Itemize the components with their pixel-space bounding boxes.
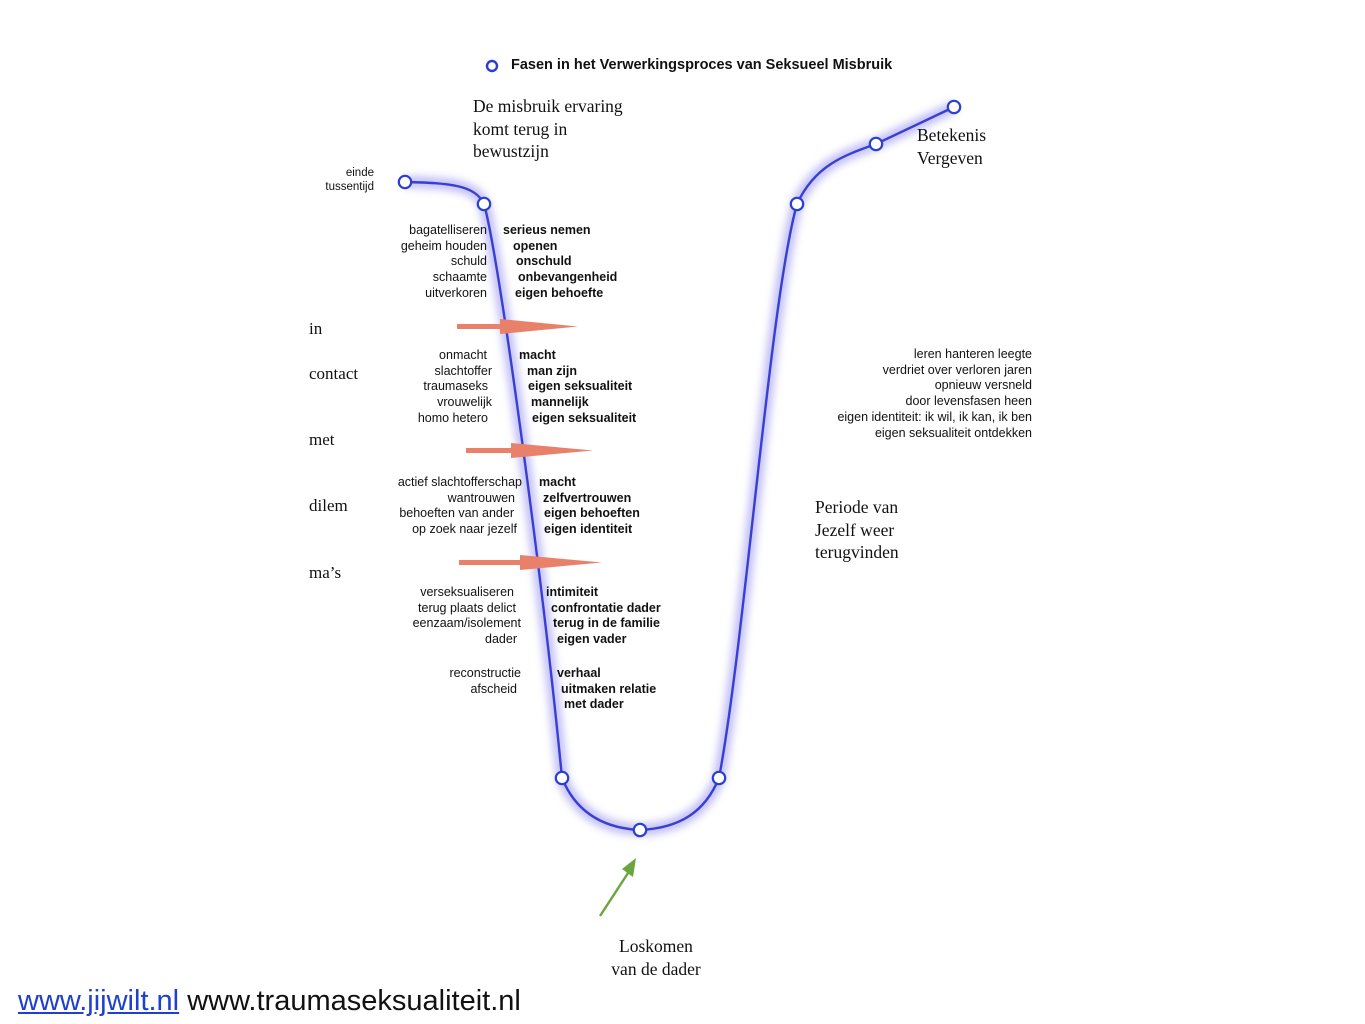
group-2-left: onmacht slachtoffer traumaseks vrouwelij… (417, 348, 492, 425)
curve-nodes (397, 99, 962, 838)
group-5-right: verhaal uitmaken relatie met dader (557, 666, 657, 712)
node-misbruik (476, 196, 492, 212)
side-word-contact: contact (309, 364, 359, 383)
node-vergeven (946, 99, 962, 115)
green-arrow (598, 858, 636, 917)
label-misbruik-ervaring: De misbruik ervaring komt terug in bewus… (473, 96, 623, 161)
group-2-right: macht man zijn eigen seksualiteit mannel… (519, 348, 637, 425)
node-betekenis (868, 136, 884, 152)
arrow-1 (457, 319, 578, 334)
legend-title: Fasen in het Verwerkingsproces van Seksu… (511, 57, 893, 73)
label-betekenis-vergeven: Betekenis Vergeven (917, 125, 987, 168)
group-1-left: bagatelliseren geheim houden schuld scha… (400, 223, 487, 300)
legend-marker (485, 59, 499, 73)
group-3-left: actief slachtofferschap wantrouwen behoe… (397, 475, 522, 537)
group-3-right: macht zelfvertrouwen eigen behoeften eig… (539, 475, 640, 537)
node-rise (789, 196, 805, 212)
arrow-2 (466, 443, 593, 458)
node-bottom-right (711, 770, 727, 786)
side-word-in: in (309, 319, 323, 338)
group-4-right: intimiteit confrontatie dader terug in d… (546, 585, 661, 647)
side-word-dilem: dilem (309, 496, 348, 515)
group-1-right: serieus nemen openen onschuld onbevangen… (503, 223, 618, 300)
dilemma-arrows (457, 319, 602, 570)
group-4-left: verseksualiseren terug plaats delict een… (412, 585, 521, 647)
group-5-left: reconstructie afscheid (449, 666, 521, 696)
footer-link-jijwilt[interactable]: www.jijwilt.nl (18, 985, 180, 1017)
label-loskomen: Loskomen van de dader (611, 936, 701, 979)
side-word-met: met (309, 430, 335, 449)
footer-site-text: www.traumaseksualiteit.nl (179, 985, 521, 1017)
arrow-3 (459, 555, 602, 570)
node-loskomen (632, 822, 648, 838)
label-periode-jezelf: Periode van Jezelf weer terugvinden (815, 497, 899, 562)
side-word-mas: ma’s (309, 563, 342, 582)
label-einde-tussentijd: einde tussentijd (325, 167, 374, 193)
node-einde (397, 174, 413, 190)
footer: www.jijwilt.nl www.traumaseksualiteit.nl (18, 983, 521, 1019)
process-curve (404, 105, 955, 832)
right-block: leren hanteren leegte verdriet over verl… (837, 347, 1032, 440)
node-bottom-left (554, 770, 570, 786)
